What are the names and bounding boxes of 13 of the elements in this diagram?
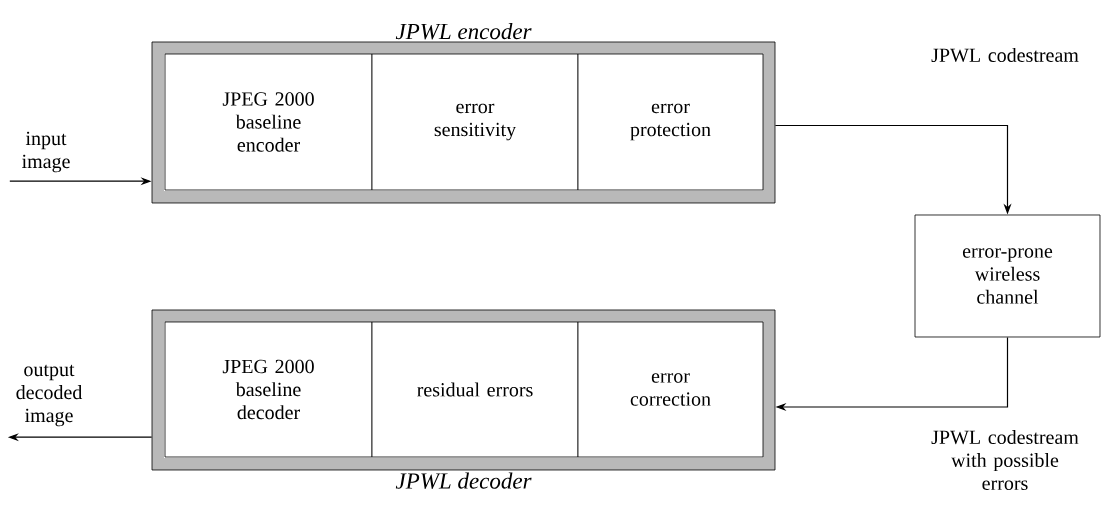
process-box: error correction [577, 321, 764, 458]
channel-box: error-prone wireless channel [914, 214, 1101, 338]
process-box: JPEG 2000 baseline encoder [164, 53, 373, 191]
edge-label: JPWL codestream [929, 46, 1081, 64]
process-box: JPEG 2000 baseline decoder [164, 321, 373, 458]
process-box: error protection [577, 53, 764, 191]
io-label: output decoded image [16, 364, 83, 427]
edge-label: JPWL codestream with possible errors [929, 428, 1081, 492]
process-box: error sensitivity [371, 53, 579, 191]
node-label: JPWL decoder [395, 472, 532, 489]
node-label: JPWL encoder [395, 23, 532, 40]
io-label: input image [22, 131, 70, 173]
process-box: residual errors [371, 321, 579, 458]
